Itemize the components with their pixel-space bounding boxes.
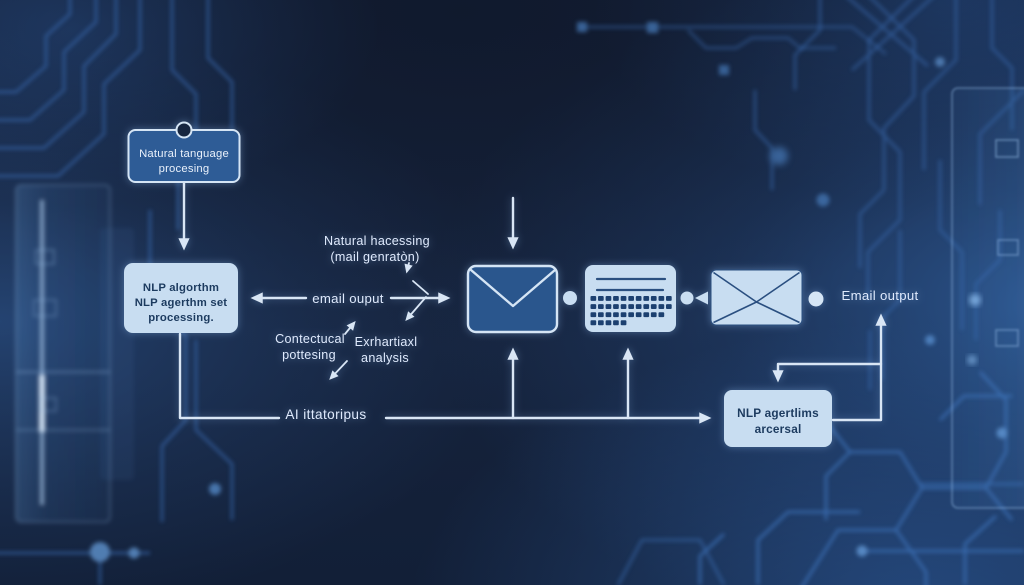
node-label: processing. — [148, 312, 214, 324]
keyboard-key — [620, 312, 627, 318]
label-email-output-mid: email ouput — [312, 291, 384, 306]
glass-panel-left — [15, 184, 134, 523]
envelope-icon — [466, 264, 559, 334]
keyboard-key — [658, 304, 665, 309]
label-contextual-1: Contectucal — [275, 332, 345, 346]
arrowhead-left-into-dot — [695, 291, 708, 305]
connector-dot-2 — [680, 291, 694, 305]
label-analysis-2: analysis — [361, 351, 409, 365]
keyboard-key — [658, 296, 665, 301]
node-label: NLP agertlims — [737, 406, 819, 420]
node-label: NLP algorthm — [143, 282, 219, 294]
keyboard-key — [598, 312, 604, 318]
keyboard-key — [650, 312, 657, 318]
label-ai-iterations: AI ittatoripus — [285, 407, 366, 422]
keyboard-key — [620, 304, 627, 309]
node-natural-language-processing: Natural tanguage procesing — [127, 121, 241, 183]
connector-dot-3 — [808, 291, 824, 307]
keyboard-key — [650, 304, 657, 309]
keyboard-key — [643, 296, 650, 301]
node-label: NLP agerthm set — [135, 297, 228, 309]
label-email-output-right: Email output — [842, 288, 919, 303]
envelope-back-icon — [710, 269, 803, 326]
connector-bottom-rail-left — [178, 332, 281, 420]
keyboard-keys — [590, 296, 672, 326]
keyboard-key — [605, 312, 612, 318]
arrow-diagonal-to-analysis — [405, 296, 427, 321]
keyboard-key — [613, 320, 619, 326]
arrow-contextual-down — [329, 360, 348, 380]
keyboard-key — [613, 304, 619, 309]
keyboard-key — [643, 312, 650, 318]
label-contextual-2: pottesing — [282, 348, 336, 362]
connector-loop-into-reversal — [772, 362, 883, 383]
arrow-contextual-up — [344, 320, 356, 335]
keyboard-key — [635, 304, 642, 309]
keyboard-key — [590, 312, 597, 318]
keyboard-key — [590, 304, 597, 309]
keyboard-key — [620, 320, 627, 326]
keyboard-key — [658, 312, 665, 318]
keyboard-key — [598, 320, 604, 326]
keyboard-key — [635, 296, 642, 301]
flow-labels: Natural hacessing (mail genratòn) email … — [275, 234, 918, 422]
glass-panel-right — [951, 87, 1024, 509]
flow-connectors — [178, 181, 887, 424]
keyboard-icon — [585, 265, 676, 332]
node-nlp-reversal: NLP agertlims arcersal — [724, 390, 832, 447]
flowchart: Natural tanguage procesing NLP algorthm … — [124, 121, 918, 447]
keyboard-key — [598, 296, 604, 301]
keyboard-key — [628, 304, 634, 309]
label-mail-generation: (mail genratòn) — [330, 250, 419, 264]
keyboard-key — [598, 304, 604, 309]
label-natural-processing: Natural hacessing — [324, 234, 430, 248]
node-label: arcersal — [755, 422, 802, 436]
keyboard-key — [590, 320, 597, 326]
keyboard-key — [613, 312, 619, 318]
keyboard-key — [628, 296, 634, 301]
connector-reversal-to-email-output — [831, 313, 887, 422]
keyboard-key — [590, 296, 597, 301]
keyboard-key — [605, 320, 612, 326]
keyboard-key — [666, 304, 672, 309]
node-label: Natural tanguage — [139, 148, 229, 160]
keyboard-key — [613, 296, 619, 301]
keyboard-key — [605, 296, 612, 301]
keyboard-key — [605, 304, 612, 309]
label-analysis-1: Exrhartiaxl — [355, 335, 418, 349]
keyboard-key — [635, 312, 642, 318]
keyboard-key — [620, 296, 627, 301]
node-label: procesing — [159, 163, 210, 175]
keyboard-key — [628, 312, 634, 318]
node-top-connector-dot — [175, 121, 193, 139]
keyboard-key — [643, 304, 650, 309]
keyboard-key — [666, 296, 672, 301]
node-nlp-algorithm: NLP algorthm NLP agerthm set processing. — [124, 263, 238, 333]
connector-dot-1 — [563, 291, 577, 305]
keyboard-key — [650, 296, 657, 301]
circuit-pattern-top — [577, 22, 887, 55]
arrow-mail-generation-down — [404, 262, 413, 274]
line-diagonal-upper — [412, 280, 429, 295]
